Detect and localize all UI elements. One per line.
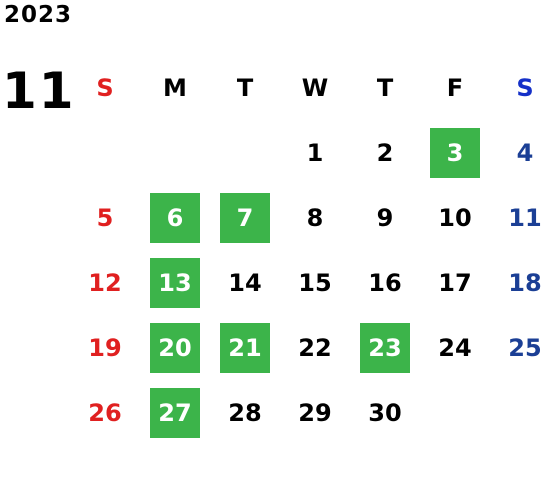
day-cell[interactable]: 14 xyxy=(210,250,280,315)
day-cell[interactable]: 17 xyxy=(420,250,490,315)
day-cell[interactable]: 12 xyxy=(70,250,140,315)
day-number: 8 xyxy=(306,203,324,232)
day-number: 22 xyxy=(298,333,332,362)
day-number: 1 xyxy=(306,138,324,167)
day-number: 15 xyxy=(298,268,332,297)
day-cell[interactable]: 2 xyxy=(350,120,420,185)
month-number: 11 xyxy=(2,62,76,120)
day-cell[interactable]: 13 xyxy=(140,250,210,315)
day-cell[interactable]: 7 xyxy=(210,185,280,250)
day-cell[interactable]: 6 xyxy=(140,185,210,250)
day-cell[interactable]: 21 xyxy=(210,315,280,380)
day-number: 12 xyxy=(88,268,122,297)
weekday-header: S xyxy=(516,73,534,102)
day-cell[interactable]: 9 xyxy=(350,185,420,250)
day-number: 7 xyxy=(220,192,270,243)
day-number: 26 xyxy=(88,398,122,427)
day-number: 3 xyxy=(430,127,480,178)
day-number: 6 xyxy=(150,192,200,243)
day-cell[interactable]: 29 xyxy=(280,380,350,445)
weekday-header: M xyxy=(163,73,187,102)
day-number: 17 xyxy=(438,268,472,297)
day-number: 18 xyxy=(508,268,542,297)
day-number: 5 xyxy=(96,203,114,232)
day-number: 14 xyxy=(228,268,262,297)
day-cell[interactable]: 3 xyxy=(420,120,490,185)
day-number: 24 xyxy=(438,333,472,362)
day-cell[interactable]: 11 xyxy=(490,185,548,250)
day-number: 28 xyxy=(228,398,262,427)
day-number: 25 xyxy=(508,333,542,362)
weekday-header: W xyxy=(301,73,329,102)
day-cell[interactable]: 15 xyxy=(280,250,350,315)
day-number: 23 xyxy=(360,322,410,373)
day-cell[interactable]: 27 xyxy=(140,380,210,445)
day-number: 30 xyxy=(368,398,402,427)
day-cell[interactable]: 22 xyxy=(280,315,350,380)
day-cell[interactable]: 24 xyxy=(420,315,490,380)
day-number: 16 xyxy=(368,268,402,297)
day-number: 20 xyxy=(150,322,200,373)
day-number: 10 xyxy=(438,203,472,232)
day-cell[interactable]: 25 xyxy=(490,315,548,380)
day-cell[interactable]: 20 xyxy=(140,315,210,380)
day-cell[interactable]: 5 xyxy=(70,185,140,250)
weekday-header: S xyxy=(96,73,114,102)
day-cell[interactable]: 10 xyxy=(420,185,490,250)
day-number: 29 xyxy=(298,398,332,427)
empty-cell xyxy=(70,120,140,185)
day-cell[interactable]: 4 xyxy=(490,120,548,185)
day-cell[interactable]: 26 xyxy=(70,380,140,445)
day-number: 4 xyxy=(516,138,534,167)
day-number: 27 xyxy=(150,387,200,438)
day-number: 19 xyxy=(88,333,122,362)
day-cell[interactable]: 19 xyxy=(70,315,140,380)
day-number: 2 xyxy=(376,138,394,167)
day-number: 21 xyxy=(220,322,270,373)
weekday-header: T xyxy=(376,73,394,102)
day-cell[interactable]: 8 xyxy=(280,185,350,250)
day-cell[interactable]: 1 xyxy=(280,120,350,185)
weekday-header: F xyxy=(446,73,464,102)
day-cell[interactable]: 23 xyxy=(350,315,420,380)
empty-cell xyxy=(140,120,210,185)
day-number: 13 xyxy=(150,257,200,308)
day-number: 11 xyxy=(508,203,542,232)
year-label: 2023 xyxy=(4,2,73,28)
day-cell[interactable]: 18 xyxy=(490,250,548,315)
day-cell[interactable]: 30 xyxy=(350,380,420,445)
weekday-header: T xyxy=(236,73,254,102)
empty-cell xyxy=(210,120,280,185)
day-number: 9 xyxy=(376,203,394,232)
day-cell[interactable]: 28 xyxy=(210,380,280,445)
day-cell[interactable]: 16 xyxy=(350,250,420,315)
